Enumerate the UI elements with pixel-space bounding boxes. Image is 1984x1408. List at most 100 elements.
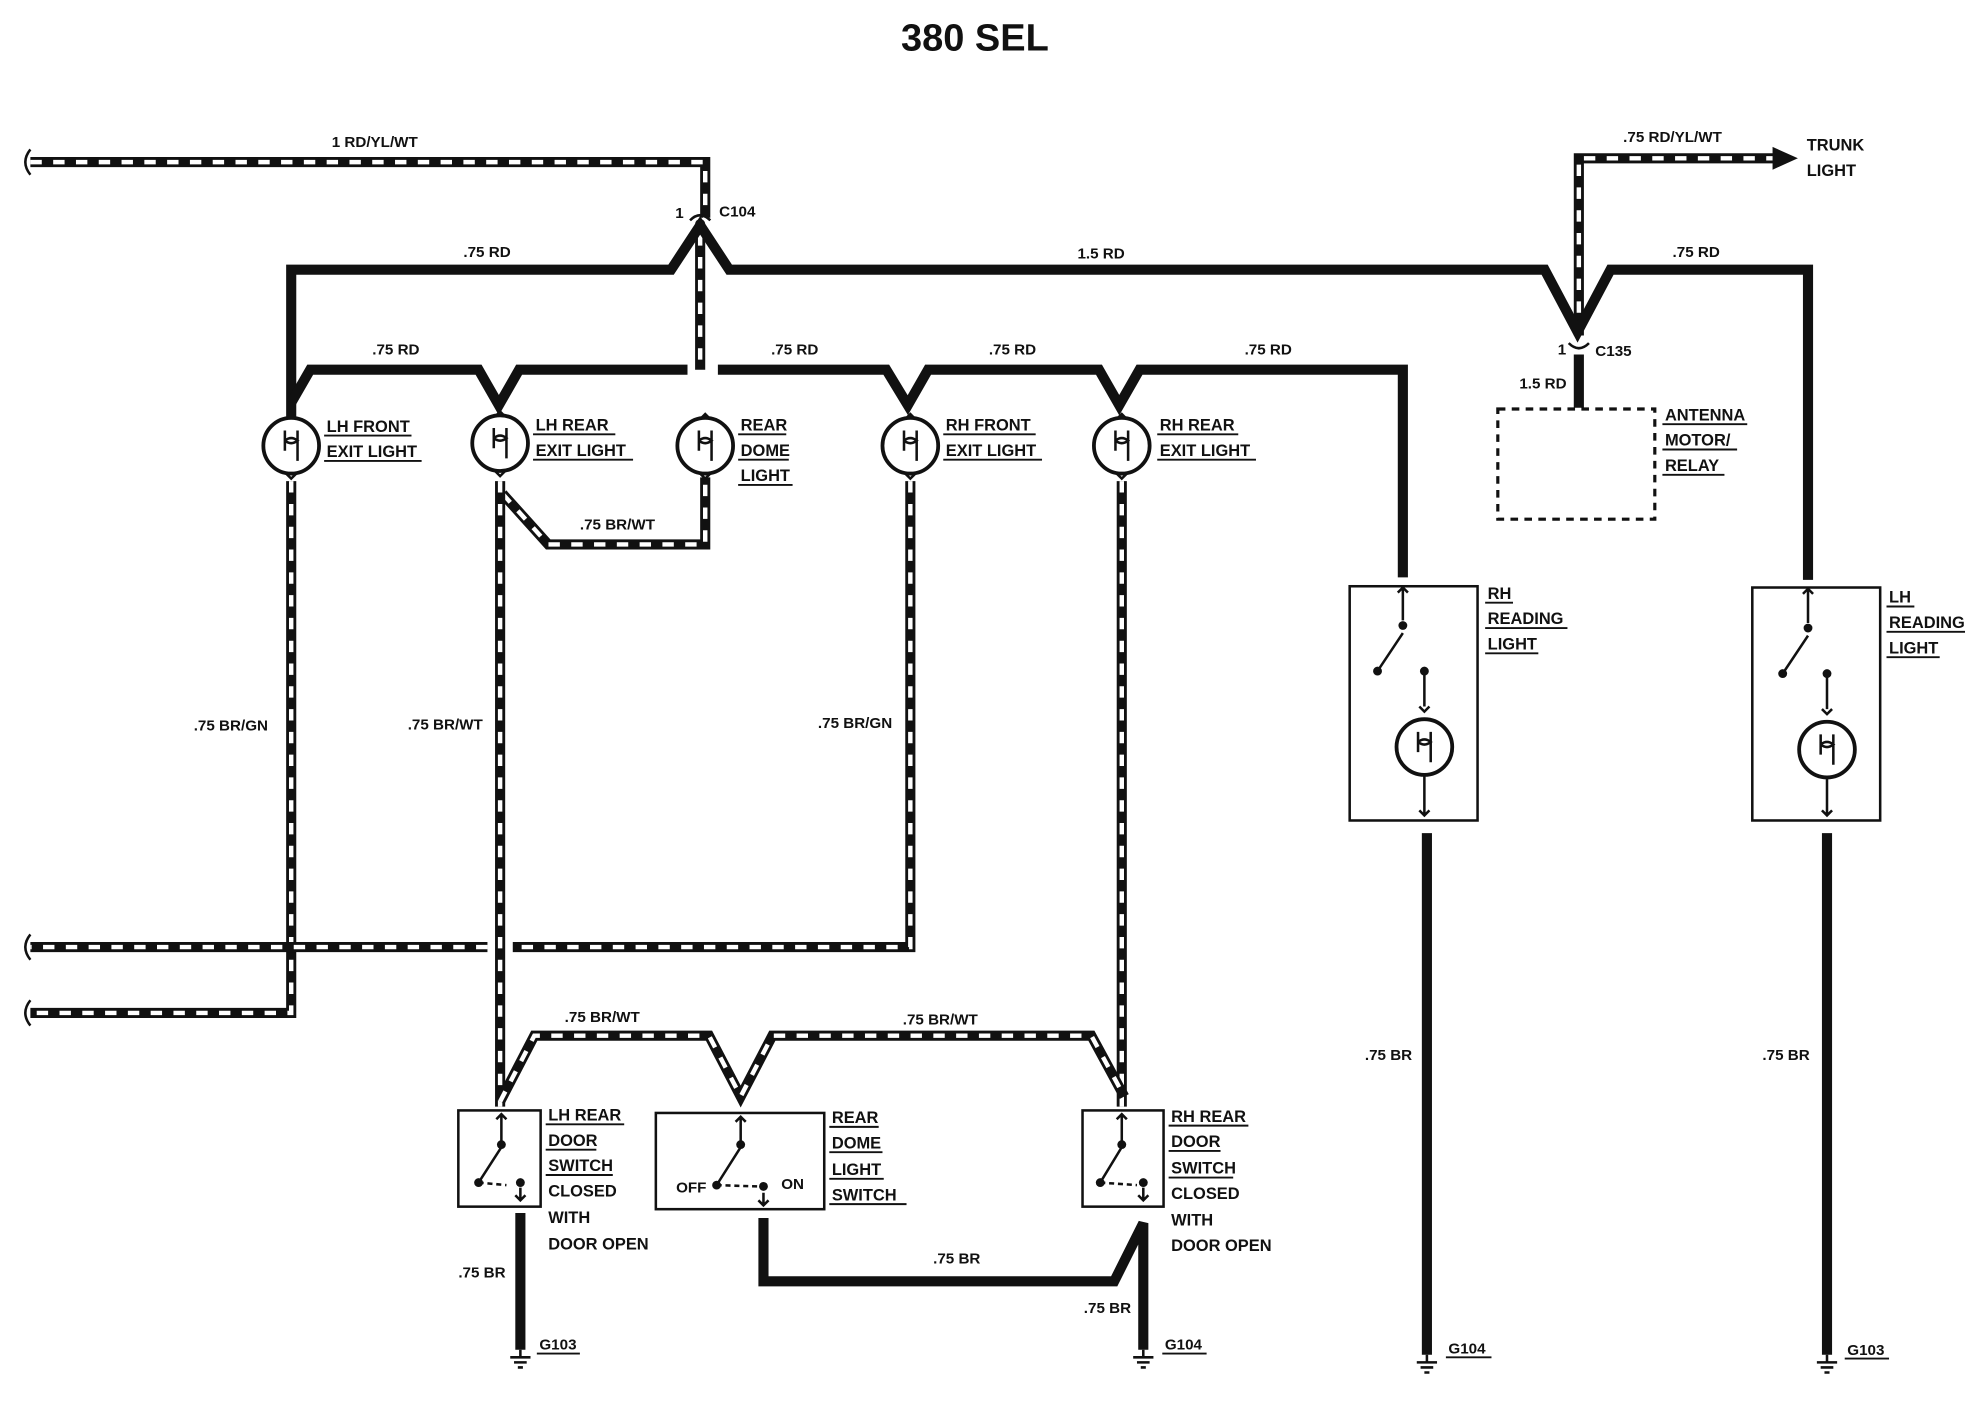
- rh-rear-switch-label-3: SWITCH: [1171, 1160, 1236, 1178]
- rh-front-exit-light: RH FRONT EXIT LIGHT: [880, 412, 1043, 481]
- bulb-icon: [1394, 717, 1455, 777]
- wire-label: .75 RD: [771, 342, 818, 359]
- rh-rear-switch-label-1: RH REAR: [1171, 1108, 1246, 1126]
- ground-icon: [1133, 1349, 1154, 1369]
- wire-label: 1.5 RD: [1519, 376, 1566, 393]
- rear-dome-light: REAR DOME LIGHT: [675, 412, 793, 486]
- wire-label: 1 RD/YL/WT: [332, 134, 419, 151]
- lh-rear-switch-label-3: SWITCH: [548, 1157, 613, 1175]
- rh-rear-switch-label-4: CLOSED: [1171, 1185, 1240, 1203]
- antenna-box: [1496, 407, 1657, 521]
- switch-on-label: ON: [781, 1176, 804, 1193]
- trunk-light-label-1: TRUNK: [1807, 137, 1865, 155]
- wire-dome-switch-ground: [758, 1218, 1149, 1350]
- ground-g104-right: G104: [1416, 1341, 1492, 1374]
- wire-end-hook-mid: [24, 933, 32, 961]
- c135-pin: 1: [1558, 342, 1567, 359]
- lh-rear-switch-label-4: CLOSED: [548, 1183, 617, 1201]
- rh-rear-exit-label-1: RH REAR: [1160, 417, 1235, 435]
- ground-g103-right: G103: [1816, 1342, 1890, 1374]
- lh-reading-light: LH READING LIGHT: [1751, 586, 1966, 822]
- lh-rear-switch-label-2: DOOR: [548, 1132, 597, 1150]
- bulb-icon: [675, 415, 735, 476]
- bulb-icon: [1092, 415, 1152, 476]
- ground-g104-mid: G104: [1133, 1337, 1207, 1369]
- wire-left-branch: [286, 216, 1814, 580]
- ground-label: G104: [1165, 1337, 1203, 1354]
- rh-reading-label-1: RH: [1488, 585, 1512, 603]
- rh-rear-exit-light: RH REAR EXIT LIGHT: [1092, 412, 1256, 481]
- wire-exit-bus-right: [717, 364, 1408, 578]
- wire-label: .75 RD: [1245, 342, 1292, 359]
- rh-rear-switch-label-2: DOOR: [1171, 1133, 1220, 1151]
- lh-rear-door-switch: LH REAR DOOR SWITCH CLOSED WITH DOOR OPE…: [457, 1107, 649, 1254]
- rh-front-exit-label-2: EXIT LIGHT: [946, 442, 1036, 460]
- ground-g103-left: G103: [510, 1337, 580, 1369]
- c135-label: C135: [1595, 343, 1632, 360]
- wire-label: .75 BR: [458, 1265, 505, 1282]
- solid-red-wires: [286, 216, 1833, 1355]
- wire-label: .75 RD: [1673, 244, 1720, 261]
- lh-rear-exit-label-1: LH REAR: [536, 417, 609, 435]
- wire-label: .75 BR/GN: [818, 715, 892, 732]
- bulb-icon: [1797, 719, 1857, 780]
- lh-rear-switch-label-5: WITH: [548, 1209, 590, 1227]
- lh-reading-label-3: LIGHT: [1889, 639, 1938, 657]
- rh-rear-switch-label-5: WITH: [1171, 1212, 1213, 1230]
- dome-switch-label-1: REAR: [832, 1109, 879, 1127]
- wire-label: .75 BR/WT: [408, 716, 484, 733]
- c104-label: C104: [719, 204, 756, 221]
- rear-dome-label-2: DOME: [741, 442, 790, 460]
- rh-reading-box: [1348, 584, 1479, 822]
- rh-reading-label-3: LIGHT: [1488, 636, 1537, 654]
- wire-switch-link: [495, 1030, 1129, 1108]
- ground-icon: [510, 1349, 531, 1369]
- wire-label: .75 RD: [372, 342, 419, 359]
- bulb-icon: [470, 413, 530, 473]
- connector-c104: 1 C104: [675, 204, 756, 230]
- dome-switch-label-4: SWITCH: [832, 1186, 897, 1204]
- rh-rear-door-switch: RH REAR DOOR SWITCH CLOSED WITH DOOR OPE…: [1081, 1108, 1272, 1255]
- ground-label: G104: [1448, 1341, 1486, 1358]
- trunk-arrow-icon: [1772, 146, 1798, 170]
- rh-rear-switch-label-6: DOOR OPEN: [1171, 1237, 1271, 1255]
- wire-label: .75 BR: [1365, 1047, 1412, 1064]
- ground-icon: [1816, 1354, 1838, 1374]
- rear-dome-light-switch: OFF ON REAR DOME LIGHT SWITCH: [654, 1109, 907, 1211]
- bulb-icon: [880, 415, 941, 476]
- dome-switch-label-2: DOME: [832, 1134, 881, 1152]
- lh-reading-label-2: READING: [1889, 614, 1965, 632]
- lh-front-exit-label-1: LH FRONT: [327, 418, 410, 436]
- wire-top-feed: [30, 157, 711, 218]
- bulb-icon: [261, 415, 321, 476]
- wire-label: .75 BR/GN: [194, 718, 268, 735]
- antenna-motor-relay: ANTENNA MOTOR/ RELAY: [1496, 406, 1748, 521]
- lh-rear-exit-light: LH REAR EXIT LIGHT: [470, 409, 634, 478]
- rh-reading-label-2: READING: [1488, 610, 1564, 628]
- ground-label: G103: [539, 1337, 576, 1354]
- lh-rear-switch-label-6: DOOR OPEN: [548, 1236, 648, 1254]
- lh-rear-exit-label-2: EXIT LIGHT: [536, 442, 626, 460]
- antenna-label-2: MOTOR/: [1665, 432, 1731, 450]
- rear-dome-label-1: REAR: [741, 417, 788, 435]
- rh-reading-light: RH READING LIGHT: [1348, 584, 1568, 822]
- wire-label: .75 BR: [1762, 1047, 1809, 1064]
- switch-off-label: OFF: [676, 1180, 706, 1197]
- wire-label: .75 BR: [933, 1251, 980, 1268]
- wire-end-hook-top: [24, 148, 32, 176]
- wire-rhfront-down: [512, 481, 916, 953]
- rh-front-exit-label-1: RH FRONT: [946, 417, 1031, 435]
- connector-c135: 1 C135: [1558, 342, 1632, 360]
- wire-lhrear-to-dome: [498, 477, 711, 550]
- c104-pin: 1: [675, 205, 684, 222]
- wire-label: .75 BR/WT: [903, 1011, 979, 1028]
- wire-label: .75 RD: [989, 342, 1036, 359]
- lh-front-exit-label-2: EXIT LIGHT: [327, 443, 417, 461]
- rh-rear-exit-label-2: EXIT LIGHT: [1160, 442, 1250, 460]
- diagram-title: 380 SEL: [901, 18, 1049, 60]
- antenna-label-3: RELAY: [1665, 457, 1719, 475]
- wire-trunk-feed: [1573, 153, 1779, 336]
- wire-label: .75 RD/YL/WT: [1623, 129, 1722, 146]
- antenna-label-1: ANTENNA: [1665, 406, 1745, 424]
